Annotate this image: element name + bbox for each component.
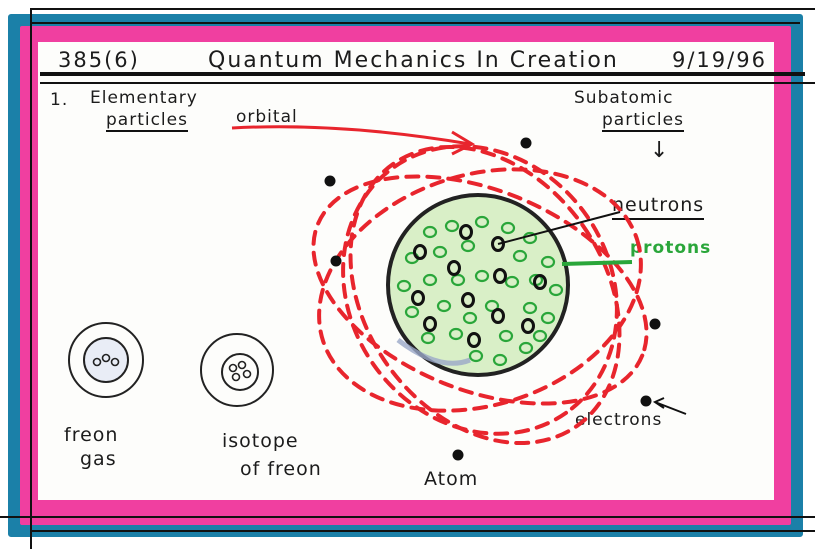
electron xyxy=(650,319,661,330)
electron xyxy=(325,176,336,187)
electron xyxy=(453,450,464,461)
nucleus xyxy=(388,195,568,375)
protons-pointer xyxy=(562,262,632,264)
isotope-diagram xyxy=(201,334,273,406)
electrons-pointer xyxy=(655,398,686,414)
electron xyxy=(331,256,342,267)
electron xyxy=(521,138,532,149)
electron xyxy=(641,396,652,407)
freon-gas-diagram xyxy=(69,323,143,397)
